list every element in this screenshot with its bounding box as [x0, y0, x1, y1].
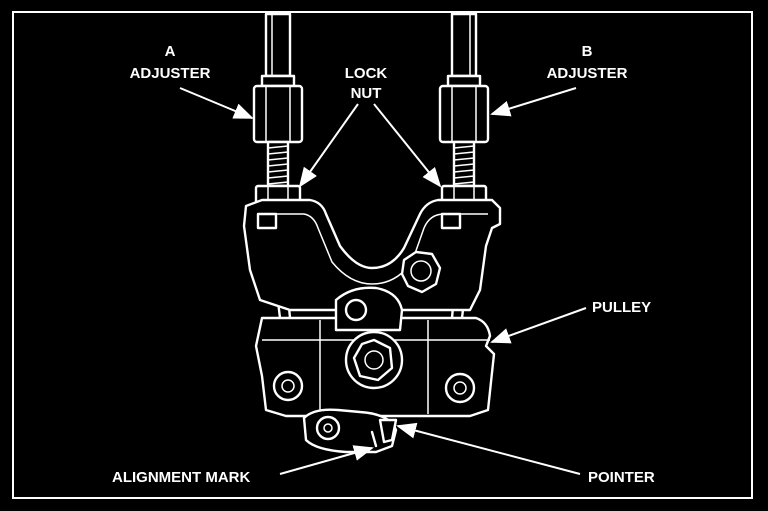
- pulley-leader: [490, 307, 587, 344]
- bracket-slot-b: [440, 212, 462, 230]
- cable-b-housing: [450, 12, 478, 78]
- pulley-center-nut: [344, 330, 404, 390]
- lock-nut-label-line1: LOCK: [345, 65, 388, 82]
- lock-nut-label-line2: NUT: [351, 85, 382, 102]
- b-adjuster-label-line2: ADJUSTER: [547, 65, 628, 82]
- cable-a-housing: [264, 12, 292, 78]
- b-adjuster-label-line1: B: [582, 43, 593, 60]
- pulley-upper-boss: [334, 286, 404, 332]
- lock-nut-leader-right: [373, 103, 442, 188]
- a-adjuster-label-line2: ADJUSTER: [130, 65, 211, 82]
- adjuster-b-nut: [438, 84, 490, 144]
- pulley-right-bolt: [444, 372, 476, 404]
- diagram-border: [12, 11, 753, 499]
- pointer-label: POINTER: [588, 469, 655, 486]
- cable-a-ferrule: [260, 74, 296, 88]
- pointer-tab: [378, 418, 398, 444]
- alignment-mark-leader: [279, 445, 374, 475]
- cable-b-ferrule: [446, 74, 482, 88]
- adjuster-b-thread: [452, 140, 476, 188]
- bracket-slot-a: [256, 212, 278, 230]
- lock-nut-leader-left: [298, 103, 359, 188]
- alignment-mark: [370, 430, 378, 448]
- pulley-left-bolt: [272, 370, 304, 402]
- adjuster-a-thread: [266, 140, 290, 188]
- a-adjuster-label-line1: A: [165, 43, 176, 60]
- adjuster-a-nut: [252, 84, 304, 144]
- bracket-bolt: [400, 250, 442, 294]
- a-adjuster-leader: [179, 87, 254, 119]
- alignment-mark-label: ALIGNMENT MARK: [112, 469, 250, 486]
- b-adjuster-leader: [490, 87, 577, 117]
- pointer-leader: [396, 422, 581, 475]
- pulley-label: PULLEY: [592, 299, 651, 316]
